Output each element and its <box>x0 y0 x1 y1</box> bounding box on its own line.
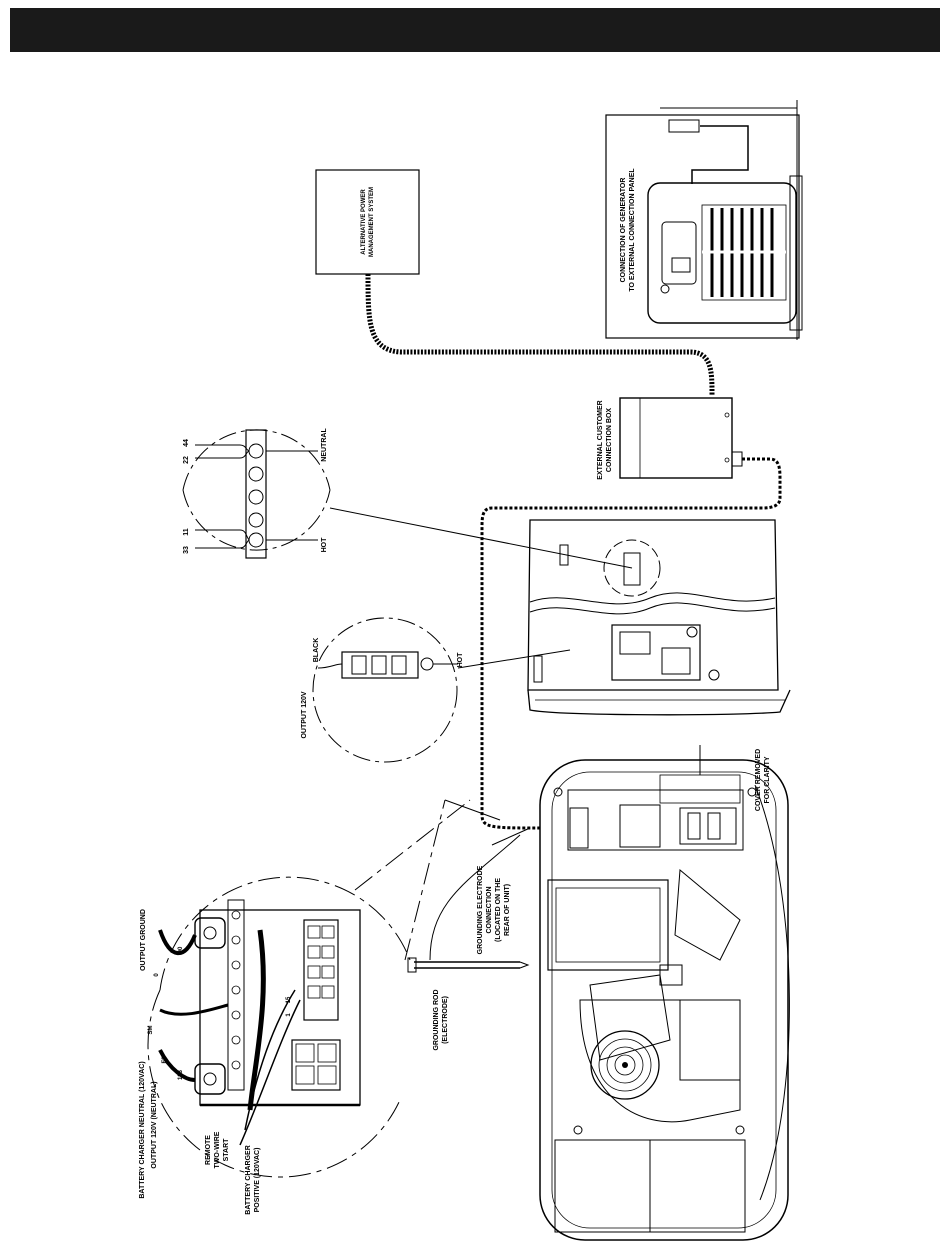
svg-text:HOT: HOT <box>457 652 464 668</box>
svg-text:OUTPUT 120V (NEUTRAL): OUTPUT 120V (NEUTRAL) <box>151 1081 158 1168</box>
svg-text:(ELECTRODE): (ELECTRODE) <box>442 996 449 1044</box>
terminal-detail: 22 44 11 33 NEUTRAL HOT <box>182 428 331 559</box>
wire-00-label: 00 <box>178 946 184 953</box>
svg-text:BATTERY CHARGER: BATTERY CHARGER <box>245 1145 252 1214</box>
svg-text:START: START <box>223 1138 230 1162</box>
battery-positive-label-1: BATTERY CHARGER <box>245 1145 252 1214</box>
panel-inset: CONNECTION OF GENERATOR TO EXTERNAL CONN… <box>605 100 803 340</box>
generator-side-view <box>527 519 791 716</box>
panel-inset-label-1: CONNECTION OF GENERATOR <box>620 178 627 283</box>
ape-box-label-2: MANAGEMENT SYSTEM <box>369 187 375 257</box>
svg-text:MANAGEMENT SYSTEM: MANAGEMENT SYSTEM <box>369 187 375 257</box>
svg-text:00: 00 <box>178 946 184 953</box>
hot-label-2: HOT <box>457 652 464 668</box>
output-120v-label: OUTPUT 120V <box>301 691 308 738</box>
svg-text:BATTERY CHARGER NEUTRAL (120VA: BATTERY CHARGER NEUTRAL (120VAC) <box>139 1061 146 1198</box>
connection-box-label-1: EXTERNAL CUSTOMER <box>597 400 604 479</box>
wire-15-label: 15 <box>286 996 292 1003</box>
svg-text:183: 183 <box>178 1069 184 1080</box>
svg-text:BLACK: BLACK <box>313 638 320 663</box>
grounding-leader <box>491 827 531 846</box>
grounding-rod <box>407 834 530 973</box>
grounding-label-2: CONNECTION <box>486 886 493 933</box>
svg-text:GROUNDING ELECTRODE: GROUNDING ELECTRODE <box>477 865 484 954</box>
battery-positive-label-2: POSITIVE (120VAC) <box>254 1148 261 1213</box>
generator-conduit <box>480 457 782 830</box>
wire-sm-label: SM <box>148 1025 154 1034</box>
cover-removed-label-1: COVER REMOVED <box>755 749 762 811</box>
svg-text:11: 11 <box>183 528 190 536</box>
neutral-label: NEUTRAL <box>321 428 328 462</box>
grounding-rod-label-1: GROUNDING ROD <box>433 989 440 1050</box>
generator-top-view <box>539 759 790 1241</box>
svg-text:REAR OF UNIT): REAR OF UNIT) <box>504 884 511 936</box>
control-terminal-detail: OUTPUT GROUND BATTERY CHARGER NEUTRAL (1… <box>139 799 501 1215</box>
svg-text:33: 33 <box>183 546 190 554</box>
svg-text:GROUNDING ROD: GROUNDING ROD <box>433 989 440 1050</box>
svg-text:CONNECTION OF GENERATOR: CONNECTION OF GENERATOR <box>620 178 627 283</box>
svg-text:TWO-WIRE: TWO-WIRE <box>214 1131 221 1168</box>
terminal-33-label: 33 <box>183 546 190 554</box>
svg-text:22: 22 <box>183 456 190 464</box>
svg-text:SM: SM <box>148 1025 154 1034</box>
cover-removed-label-2: FOR CLARITY <box>764 756 771 803</box>
svg-text:(LOCATED ON THE: (LOCATED ON THE <box>495 878 502 942</box>
remote-start-label-1: REMOTE <box>205 1135 212 1165</box>
svg-text:44: 44 <box>183 439 190 447</box>
grounding-label-3: (LOCATED ON THE <box>495 878 502 942</box>
remote-start-label-3: START <box>223 1138 230 1162</box>
svg-text:FOR CLARITY: FOR CLARITY <box>764 756 771 803</box>
terminal-22-label: 22 <box>183 456 190 464</box>
panel-vents <box>701 204 787 301</box>
terminal-11-label: 11 <box>183 528 190 536</box>
grounding-label-4: REAR OF UNIT) <box>504 884 511 936</box>
svg-text:1: 1 <box>286 1013 292 1017</box>
svg-text:EXTERNAL CUSTOMER: EXTERNAL CUSTOMER <box>597 400 604 479</box>
svg-text:0: 0 <box>154 973 160 977</box>
breaker-detail: BLACK HOT OUTPUT 120V <box>301 617 464 763</box>
svg-text:REMOTE: REMOTE <box>205 1135 212 1165</box>
svg-text:COVER REMOVED: COVER REMOVED <box>755 749 762 811</box>
battery-neutral-label: BATTERY CHARGER NEUTRAL (120VAC) <box>139 1061 146 1198</box>
output-neutral-label: OUTPUT 120V (NEUTRAL) <box>151 1081 158 1168</box>
wire-f2-label: F2 <box>162 1056 168 1064</box>
ape-box: ALTERNATIVE POWER MANAGEMENT SYSTEM <box>315 169 420 275</box>
grounding-label-1: GROUNDING ELECTRODE <box>477 865 484 954</box>
black-label: BLACK <box>313 638 320 663</box>
panel-inset-label-2: TO EXTERNAL CONNECTION PANEL <box>629 168 636 292</box>
hot-label-1: HOT <box>321 537 328 553</box>
breaker-leader <box>457 649 571 669</box>
svg-text:NEUTRAL: NEUTRAL <box>321 428 328 462</box>
svg-text:CONNECTION BOX: CONNECTION BOX <box>606 408 613 473</box>
svg-text:CONNECTION: CONNECTION <box>486 886 493 933</box>
wire-1-label: 1 <box>286 1013 292 1017</box>
output-ground-label: OUTPUT GROUND <box>140 909 147 971</box>
svg-text:OUTPUT GROUND: OUTPUT GROUND <box>140 909 147 971</box>
remote-start-label-2: TWO-WIRE <box>214 1131 221 1168</box>
connection-box: EXTERNAL CUSTOMER CONNECTION BOX <box>597 397 743 480</box>
ape-box-label-1: ALTERNATIVE POWER <box>361 189 367 255</box>
terminal-leader <box>329 507 633 569</box>
header-bar <box>10 8 940 52</box>
wire-0-label: 0 <box>154 973 160 977</box>
svg-text:15: 15 <box>286 996 292 1003</box>
terminal-44-label: 44 <box>183 439 190 447</box>
svg-text:POSITIVE (120VAC): POSITIVE (120VAC) <box>254 1148 261 1213</box>
wire-183-label: 183 <box>178 1069 184 1080</box>
svg-text:TO EXTERNAL CONNECTION PANEL: TO EXTERNAL CONNECTION PANEL <box>629 168 636 292</box>
svg-text:OUTPUT 120V: OUTPUT 120V <box>301 691 308 738</box>
ape-conduit <box>365 273 715 396</box>
svg-text:HOT: HOT <box>321 537 328 553</box>
svg-text:ALTERNATIVE POWER: ALTERNATIVE POWER <box>361 189 367 255</box>
connection-box-label-2: CONNECTION BOX <box>606 408 613 473</box>
grounding-rod-label-2: (ELECTRODE) <box>442 996 449 1044</box>
svg-text:F2: F2 <box>162 1056 168 1064</box>
